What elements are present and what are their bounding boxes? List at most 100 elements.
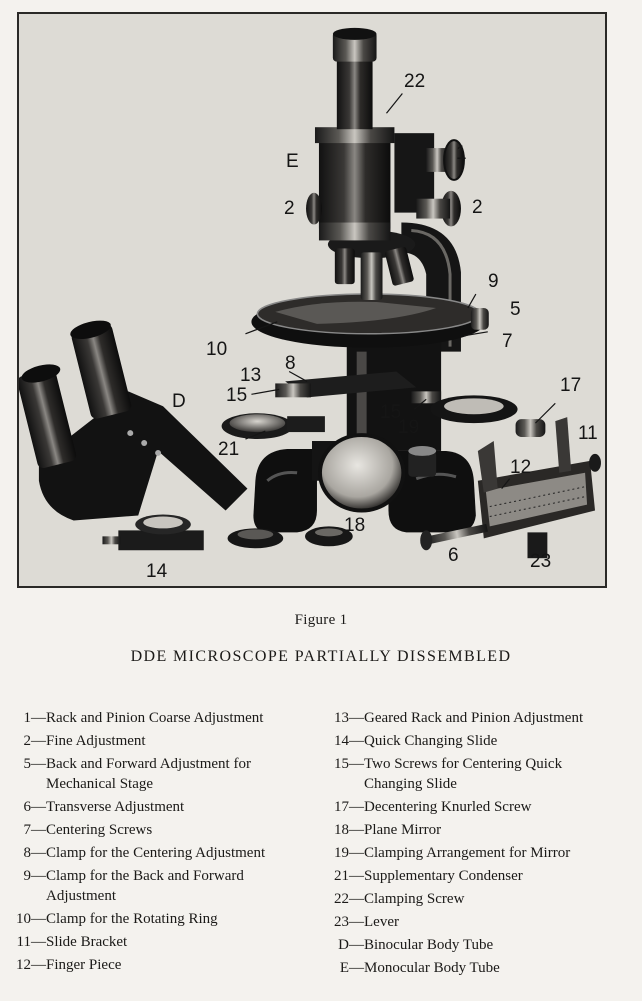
mirror-clamp [408, 445, 437, 477]
legend-item: 15—Two Screws for Centering Quick Changi… [330, 754, 620, 794]
legend-number: 11— [16, 934, 46, 950]
rotating-stage [251, 293, 489, 348]
callout-D: D [172, 391, 186, 412]
legend-item: 9—Clamp for the Back and Forward Adjustm… [12, 866, 312, 906]
callout-8: 8 [285, 353, 296, 374]
legend-text: Transverse Adjustment [46, 799, 185, 815]
legend-number: E— [339, 960, 364, 976]
mechanical-stage [420, 417, 601, 559]
callout-leader-lines [245, 93, 556, 490]
legend-number: 18— [334, 822, 364, 838]
legend-number: D— [338, 937, 364, 953]
legend-item: 12—Finger Piece [12, 955, 312, 975]
legend-left-column: 1—Rack and Pinion Coarse Adjustment 2—Fi… [12, 708, 312, 978]
callout-19: 19 [398, 417, 420, 438]
callout-9: 9 [488, 271, 499, 292]
legend-item: 22—Clamping Screw [330, 889, 620, 909]
legend-number: 10— [16, 911, 46, 927]
legend-text: Supplementary Condenser [364, 868, 523, 884]
legend-number: 9— [23, 868, 47, 884]
legend-item: 18—Plane Mirror [330, 820, 620, 840]
callout-14: 14 [146, 561, 168, 582]
legend-item: 13—Geared Rack and Pinion Adjustment [330, 708, 620, 728]
callout-22: 22 [404, 71, 426, 92]
legend-right-column: 13—Geared Rack and Pinion Adjustment 14—… [330, 708, 620, 981]
legend-number: 23— [334, 914, 364, 930]
legend-text: Binocular Body Tube [364, 937, 494, 953]
callout-2-left: 2 [284, 198, 295, 219]
legend-number: 14— [334, 733, 364, 749]
callout-11: 11 [578, 423, 598, 444]
legend-number: 6— [23, 799, 47, 815]
legend-text: Decentering Knurled Screw [364, 799, 532, 815]
legend-text: Clamp for the Rotating Ring [46, 911, 218, 927]
legend-text: Geared Rack and Pinion Adjustment [364, 710, 584, 726]
legend-text: Fine Adjustment [46, 733, 146, 749]
legend-number: 5— [23, 756, 47, 772]
callout-7: 7 [502, 331, 513, 352]
legend-text: Slide Bracket [46, 934, 128, 950]
fine-adjustment-knobs [306, 190, 461, 227]
legend-number: 2— [23, 733, 47, 749]
callout-6: 6 [448, 545, 459, 566]
legend-text: Clamping Screw [364, 891, 465, 907]
objective-nosepiece [327, 230, 416, 300]
legend-item: 14—Quick Changing Slide [330, 731, 620, 751]
legend-number: 19— [334, 845, 364, 861]
legend-item: 21—Supplementary Condenser [330, 866, 620, 886]
microscope-illustration [19, 14, 605, 586]
legend-item: 8—Clamp for the Centering Adjustment [12, 843, 312, 863]
callout-1: 1 [456, 143, 467, 164]
binocular-body-tube [19, 320, 248, 521]
legend-item: 6—Transverse Adjustment [12, 797, 312, 817]
callout-13: 13 [240, 365, 262, 386]
decentering-ring [430, 395, 546, 438]
callout-17: 17 [560, 375, 582, 396]
legend-number: 8— [23, 845, 47, 861]
legend-number: 1— [23, 710, 47, 726]
callout-21: 21 [218, 439, 240, 460]
legend-item: 1—Rack and Pinion Coarse Adjustment [12, 708, 312, 728]
legend-text: Centering Screws [46, 822, 153, 838]
callout-10: 10 [206, 339, 228, 360]
legend-number: 21— [334, 868, 364, 884]
figure-label: Figure 1 [294, 612, 348, 628]
legend-number: 15— [334, 756, 364, 772]
legend-text: Lever [364, 914, 399, 930]
substage-carrier [275, 371, 442, 404]
callout-15-left: 15 [226, 385, 248, 406]
legend-item: 17—Decentering Knurled Screw [330, 797, 620, 817]
legend-item: 5—Back and Forward Adjustment for Mechan… [12, 754, 312, 794]
legend-item: 2—Fine Adjustment [12, 731, 312, 751]
legend-item: D—Binocular Body Tube [330, 935, 620, 955]
legend-text: Two Screws for Centering Quick Changing … [364, 756, 563, 792]
callout-2-right: 2 [472, 197, 483, 218]
legend-item: 23—Lever [330, 912, 620, 932]
legend-item: 7—Centering Screws [12, 820, 312, 840]
objective-caps [227, 526, 353, 549]
legend-text: Plane Mirror [364, 822, 442, 838]
legend-text: Clamp for the Back and Forward Adjustmen… [46, 868, 244, 904]
supplementary-condenser [221, 413, 325, 440]
legend-text: Back and Forward Adjustment for Mechanic… [46, 756, 251, 792]
plane-mirror [317, 433, 406, 513]
callout-12: 12 [510, 457, 532, 478]
legend-number: 22— [334, 891, 364, 907]
legend-item: 10—Clamp for the Rotating Ring [12, 909, 312, 929]
callout-23: 23 [530, 551, 552, 572]
callout-5: 5 [510, 299, 521, 320]
legend-number: 7— [23, 822, 47, 838]
callout-E: E [286, 151, 299, 172]
legend-item: 11—Slide Bracket [12, 932, 312, 952]
legend-item: E—Monocular Body Tube [330, 958, 620, 978]
callout-15-right: 15 [380, 402, 402, 423]
legend-item: 19—Clamping Arrangement for Mirror [330, 843, 620, 863]
monocular-body-tube [314, 27, 395, 241]
legend-text: Monocular Body Tube [364, 960, 500, 976]
legend-text: Clamping Arrangement for Mirror [364, 845, 571, 861]
legend-number: 12— [16, 957, 46, 973]
quick-changing-slide [102, 514, 204, 551]
legend-text: Clamp for the Centering Adjustment [46, 845, 266, 861]
legend-number: 17— [334, 799, 364, 815]
coarse-adjustment-knob [394, 133, 465, 213]
